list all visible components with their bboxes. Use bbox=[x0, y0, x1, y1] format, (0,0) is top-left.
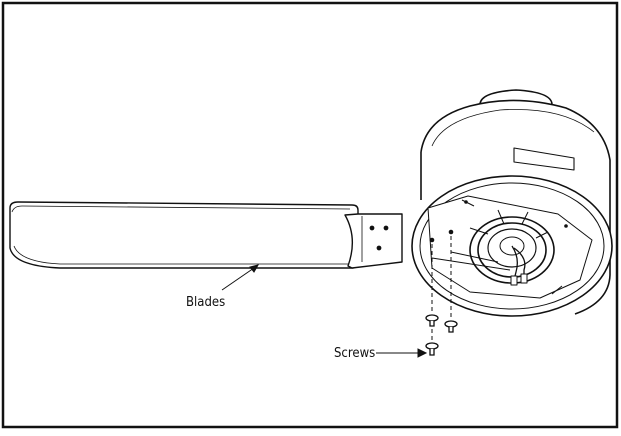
blades-label: Blades bbox=[186, 295, 225, 310]
screws-leader bbox=[376, 348, 428, 358]
screws-label: Screws bbox=[334, 346, 375, 361]
motor-housing bbox=[411, 89, 613, 317]
blade bbox=[9, 201, 403, 269]
screw bbox=[425, 342, 439, 356]
blades-leader bbox=[221, 264, 260, 291]
screw bbox=[425, 314, 439, 327]
screw-guide-lines-horizontal bbox=[431, 251, 511, 271]
screw bbox=[444, 320, 458, 333]
